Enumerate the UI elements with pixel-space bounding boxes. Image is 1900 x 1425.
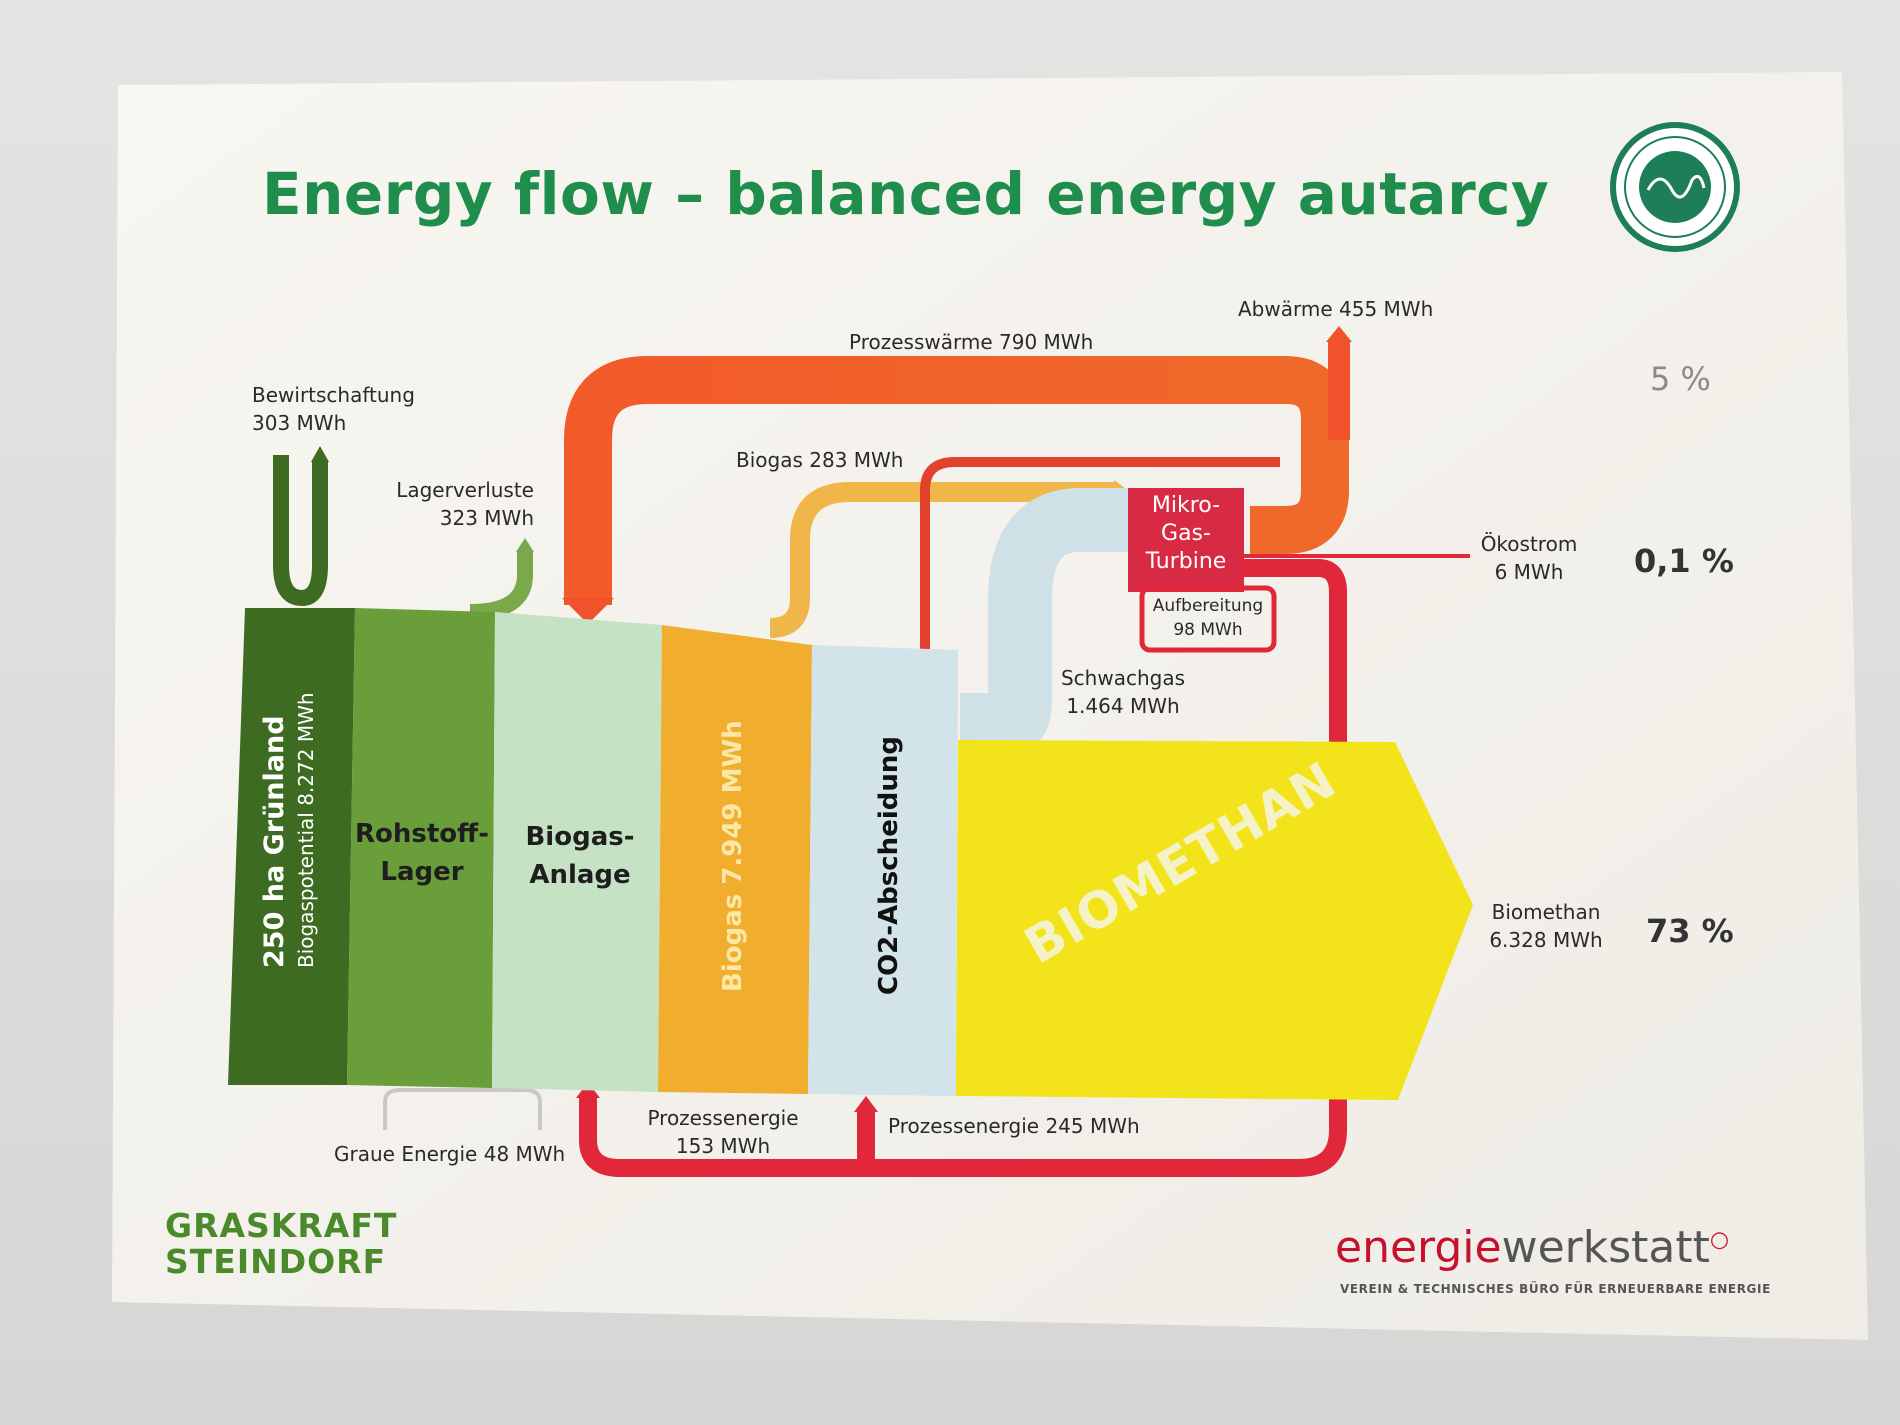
abwaerme-percentage: 5 %: [1650, 360, 1711, 398]
rohstoff-lager-block: [347, 608, 495, 1088]
mikro-gas-turbine-box: [1128, 488, 1244, 592]
lagerverluste-flow: [469, 550, 533, 620]
co2-abscheidung-block: [808, 645, 958, 1096]
prozessenergie-turbine-flow: [920, 457, 1280, 650]
bewirtschaftung-flow: [273, 455, 328, 607]
prozessenergie-153-label: Prozessenergie 153 MWh: [647, 1106, 799, 1158]
biogas-anlage-block: [492, 612, 662, 1092]
graue-energie-flow: [383, 1088, 542, 1130]
schwachgas-label: Schwachgas 1.464 MWh: [1060, 666, 1186, 718]
lagerverluste-arrow: [516, 538, 534, 552]
co2-abscheidung-label: CO2-Abscheidung: [874, 736, 904, 995]
aufbereitung-label: Aufbereitung 98 MWh: [1152, 596, 1264, 640]
biomethan-arrow-block: [956, 740, 1473, 1100]
bewirtschaftung-label: Bewirtschaftung 303 MWh: [252, 383, 415, 435]
gruenland-block: [228, 608, 355, 1085]
prozessenergie-245-label: Prozessenergie 245 MWh: [888, 1114, 1140, 1138]
logo-ring-icon: ○: [1709, 1227, 1730, 1253]
abwaerme-label: Abwärme 455 MWh: [1238, 297, 1434, 321]
aufbereitung-loop: [1139, 585, 1277, 653]
page-title: Energy flow – balanced energy autarcy: [262, 160, 1550, 228]
lagerverluste-label: Lagerverluste 323 MWh: [396, 478, 534, 530]
oekostrom-label: Ökostrom 6 MWh: [1480, 532, 1578, 584]
biogas-flow-block: [658, 625, 812, 1094]
biomethan-label: Biomethan 6.328 MWh: [1489, 900, 1603, 952]
abwaerme-flow: [1328, 340, 1350, 440]
turbine-return-flow: [579, 559, 1347, 1177]
graskraft-steindorf-logo: GRASKRAFT STEINDORF: [165, 1206, 398, 1281]
biogas-flow-label: Biogas 7.949 MWh: [718, 720, 748, 992]
abwaerme-arrow: [1326, 326, 1352, 342]
gruenland-label: 250 ha Grünland Biogaspotential 8.272 MW…: [259, 692, 318, 968]
prozessenergie-245-arrow: [854, 1096, 878, 1112]
biogas-anlage-label: Biogas- Anlage: [525, 822, 635, 890]
oekostrom-percentage: 0,1 %: [1634, 542, 1734, 580]
biomethan-percentage: 73 %: [1646, 912, 1734, 950]
energiewerkstatt-logo: energiewerkstatt○: [1335, 1222, 1730, 1273]
mikro-gas-turbine-label: Mikro- Gas- Turbine: [1145, 493, 1227, 574]
schwachgas-flow: [960, 488, 1128, 757]
graue-energie-label: Graue Energie 48 MWh: [334, 1142, 566, 1166]
bewirtschaftung-arrow: [311, 446, 329, 462]
seal-ring: [1624, 136, 1726, 238]
prozesswaerme-arrow: [562, 598, 614, 624]
biogas-283-label: Biogas 283 MWh: [736, 448, 904, 472]
biogas-283-flow: [769, 482, 1118, 638]
rohstoff-lager-label: Rohstoff- Lager: [354, 819, 489, 887]
seal-signature-icon: [1646, 174, 1706, 199]
seal-inner: [1639, 151, 1711, 223]
prozesswaerme-label: Prozesswärme 790 MWh: [849, 330, 1094, 354]
energiewerkstatt-subtitle: VEREIN & TECHNISCHES BÜRO FÜR ERNEUERBAR…: [1340, 1282, 1771, 1296]
prozesswaerme-flow: [564, 356, 1349, 605]
